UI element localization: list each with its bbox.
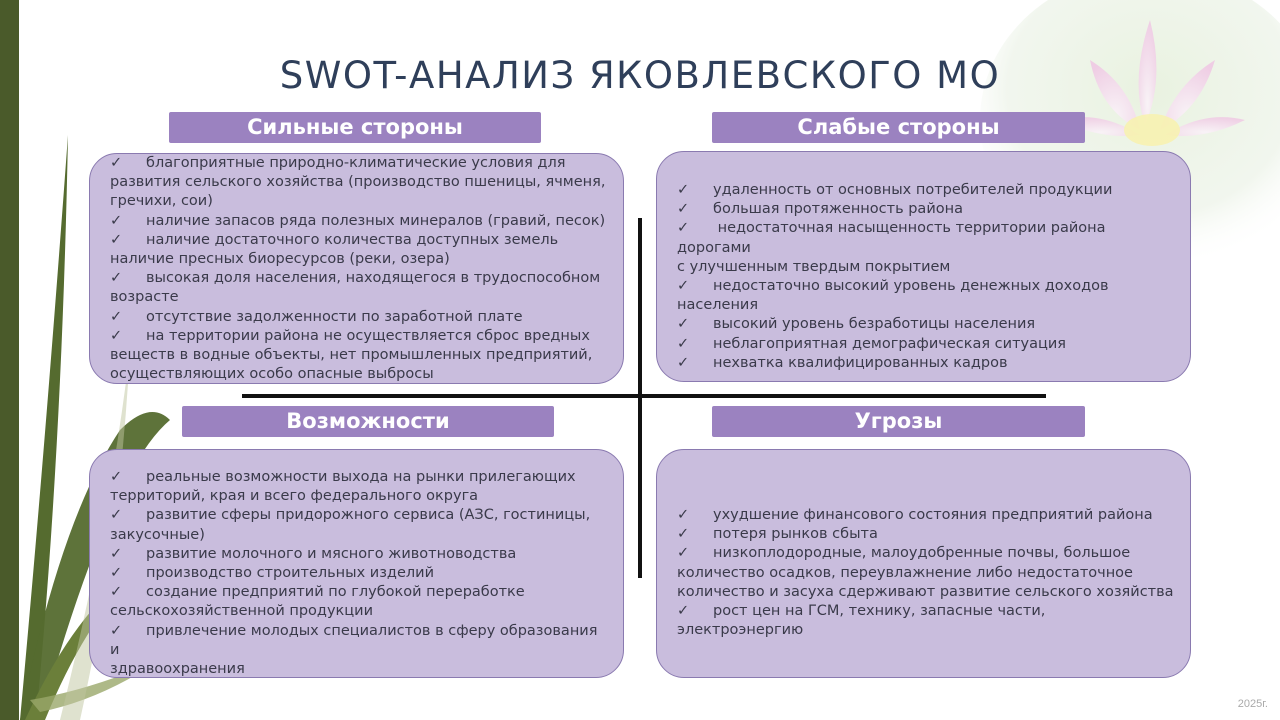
list-item-text: развитие сферы придорожного сервиса (АЗС… [146, 507, 591, 524]
list-item: ✓ большая протяженность района [677, 200, 1176, 219]
list-item-continuation: веществ в водные объекты, нет промышленн… [110, 347, 593, 364]
strengths-box: ✓ благоприятные природно-климатические ус… [89, 153, 624, 384]
opportunities-box: ✓ реальные возможности выхода на рынки пр… [89, 449, 624, 678]
list-item-continuation: возрасте [110, 289, 179, 306]
list-item: ✓ высокая доля населения, находящегося в … [110, 269, 609, 307]
vertical-divider [638, 218, 642, 578]
check-icon: ✓ [110, 327, 123, 344]
check-icon: ✓ [677, 526, 690, 543]
list-item-text: потеря рынков сбыта [713, 526, 878, 543]
check-icon: ✓ [677, 507, 690, 523]
list-item-text: отсутствие задолженности по заработной п… [146, 308, 523, 325]
list-item-continuation: осуществляющих особо опасные выбросы [110, 366, 434, 383]
list-item-text: большая протяженность района [713, 201, 963, 218]
list-item-continuation: сельскохозяйственной продукции [110, 603, 374, 620]
check-icon: ✓ [110, 270, 123, 287]
list-item: ✓ низкоплодородные, малоудобренные почвы,… [677, 544, 1176, 602]
list-item-continuation: развития сельского хозяйства (производст… [110, 174, 606, 191]
list-item: ✓ на территории района не осуществляется … [110, 327, 609, 383]
check-icon: ✓ [110, 212, 123, 229]
check-icon: ✓ [677, 201, 690, 218]
list-item: ✓рост цен на ГСМ, технику, запасные част… [677, 602, 1176, 640]
threats-header: Угрозы [712, 406, 1085, 437]
list-item: ✓ потеря рынков сбыта [677, 525, 1176, 544]
check-icon: ✓ [110, 565, 123, 582]
list-item-text: низкоплодородные, малоудобренные почвы, … [713, 545, 1131, 562]
list-item-text: удаленность от основных потребителей про… [713, 182, 1113, 198]
list-item-text: привлечение молодых специалистов в сферу… [110, 622, 598, 658]
list-item-continuation: наличие пресных биоресурсов (реки, озера… [110, 251, 450, 268]
list-item: ✓ ухудшение финансового состояния предпри… [677, 506, 1176, 525]
check-icon: ✓ [110, 507, 123, 524]
list-item: ✓ благоприятные природно-климатические ус… [110, 154, 609, 212]
list-item: ✓ развитие сферы придорожного сервиса (АЗ… [110, 506, 609, 544]
check-icon: ✓ [110, 622, 123, 639]
list-item-text: создание предприятий по глубокой перераб… [146, 584, 525, 601]
check-icon: ✓ [677, 603, 690, 620]
list-item-continuation: количество осадков, переувлажнение либо … [677, 564, 1133, 581]
list-item-text: благоприятные природно-климатические усл… [146, 155, 566, 171]
check-icon: ✓ [677, 220, 690, 237]
check-icon: ✓ [110, 584, 123, 601]
list-item: ✓ производство строительных изделий [110, 564, 609, 583]
list-item-continuation: территорий, края и всего федерального ок… [110, 488, 479, 505]
opportunities-header: Возможности [182, 406, 554, 437]
check-icon: ✓ [110, 469, 123, 485]
list-item: ✓ наличие запасов ряда полезных минералов… [110, 212, 609, 231]
list-item-text: производство строительных изделий [146, 565, 434, 582]
list-item-text: наличие запасов ряда полезных минералов … [146, 212, 606, 229]
list-item-continuation: количество и засуха сдерживают развитие … [677, 583, 1174, 600]
list-item-text: неблагоприятная демографическая ситуация [713, 335, 1067, 352]
list-item: ✓ неблагоприятная демографическая ситуаци… [677, 335, 1176, 354]
strengths-header: Сильные стороны [169, 112, 541, 143]
year-label: 2025г. [1237, 698, 1268, 710]
check-icon: ✓ [110, 155, 123, 171]
list-item-text: ухудшение финансового состояния предприя… [713, 507, 1153, 523]
weaknesses-header: Слабые стороны [712, 112, 1085, 143]
check-icon: ✓ [110, 545, 123, 562]
list-item-continuation: с улучшенным твердым покрытием [677, 258, 951, 275]
horizontal-divider [242, 394, 1046, 398]
check-icon: ✓ [677, 335, 690, 352]
weaknesses-box: ✓ удаленность от основных потребителей пр… [656, 151, 1191, 382]
list-item-text: реальные возможности выхода на рынки при… [146, 469, 576, 485]
list-item-continuation: населения [677, 297, 759, 314]
list-item: ✓ высокий уровень безработицы населения [677, 315, 1176, 334]
list-item: ✓ отсутствие задолженности по заработной … [110, 308, 609, 327]
left-accent-bar [0, 0, 19, 720]
check-icon: ✓ [677, 182, 690, 198]
list-item-text: на территории района не осуществляется с… [146, 327, 590, 344]
check-icon: ✓ [677, 545, 690, 562]
check-icon: ✓ [677, 354, 690, 371]
list-item-text: недостаточная насыщенность территории ра… [677, 220, 1106, 256]
list-item: ✓ развитие молочного и мясного животновод… [110, 545, 609, 564]
list-item-continuation: закусочные) [110, 526, 205, 543]
list-item: ✓привлечение молодых специалистов в сфер… [110, 622, 609, 678]
list-item-text: развитие молочного и мясного животноводс… [146, 545, 517, 562]
list-item: ✓ недостаточно высокий уровень денежных д… [677, 277, 1176, 315]
list-item: ✓ наличие достаточного количества доступн… [110, 231, 609, 269]
list-item-text: рост цен на ГСМ, технику, запасные части… [677, 603, 1046, 639]
check-icon: ✓ [110, 231, 123, 248]
list-item-text: высокая доля населения, находящегося в т… [146, 270, 601, 287]
list-item: ✓ нехватка квалифицированных кадров [677, 354, 1176, 373]
list-item: ✓ удаленность от основных потребителей пр… [677, 181, 1176, 200]
list-item-text: недостаточно высокий уровень денежных до… [713, 278, 1109, 295]
page-title: SWOT-АНАЛИЗ ЯКОВЛЕВСКОГО МО [279, 54, 1001, 97]
list-item-continuation: здравоохранения [110, 661, 245, 678]
list-item-text: наличие достаточного количества доступны… [146, 231, 559, 248]
list-item-text: нехватка квалифицированных кадров [713, 354, 1008, 371]
list-item: ✓ недостаточная насыщенность территории … [677, 219, 1176, 277]
check-icon: ✓ [677, 316, 690, 333]
list-item-text: высокий уровень безработицы населения [713, 316, 1036, 333]
check-icon: ✓ [677, 278, 690, 295]
list-item: ✓ реальные возможности выхода на рынки пр… [110, 468, 609, 506]
threats-box: ✓ ухудшение финансового состояния предпри… [656, 449, 1191, 678]
list-item: ✓ создание предприятий по глубокой перера… [110, 583, 609, 621]
check-icon: ✓ [110, 308, 123, 325]
list-item-continuation: гречихи, сои) [110, 193, 213, 210]
